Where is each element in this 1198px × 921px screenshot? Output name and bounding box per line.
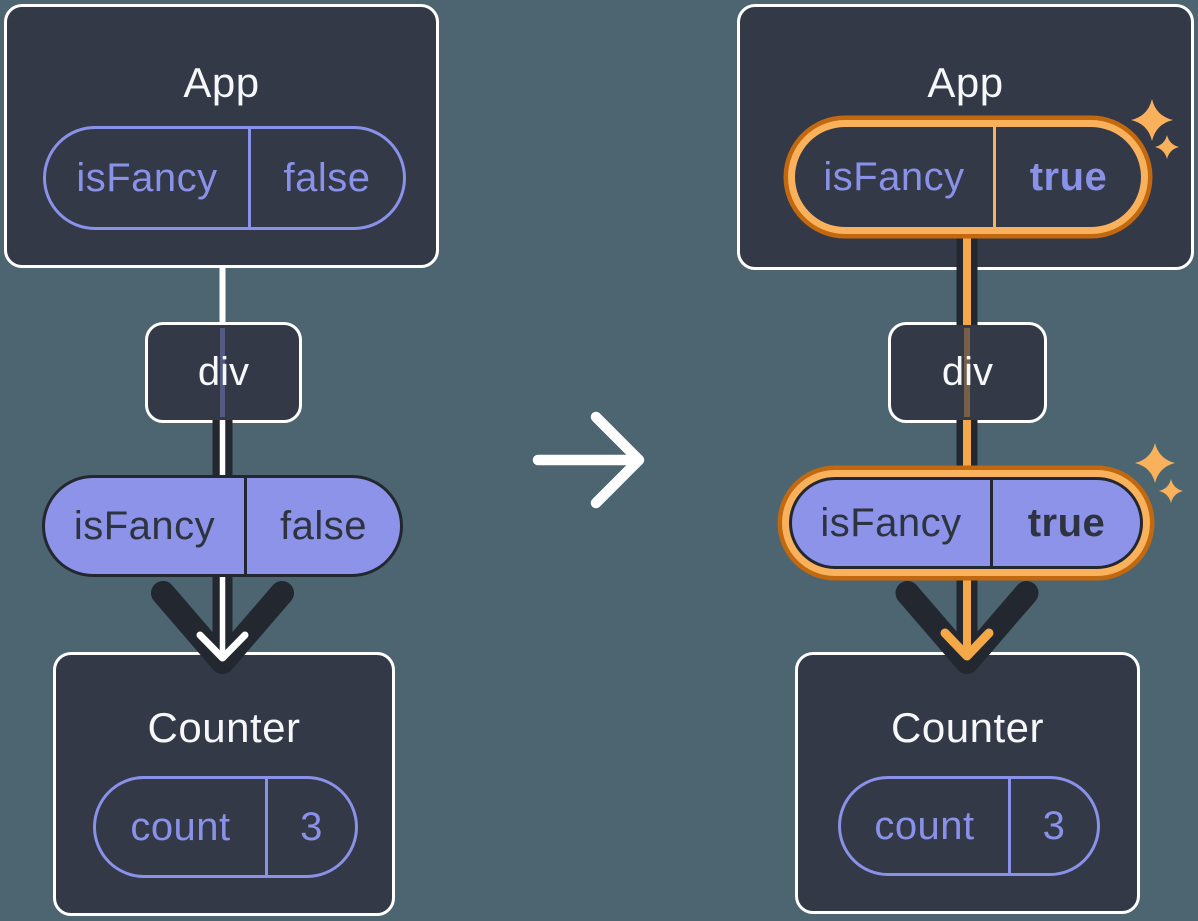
prop-pill: isFancy false — [43, 126, 406, 230]
div-node-after: div — [888, 322, 1047, 423]
state-pill: count 3 — [838, 776, 1100, 876]
sparkle-icon — [1159, 479, 1183, 503]
passed-prop-pill: isFancy false — [42, 475, 403, 577]
app-title: App — [927, 59, 1004, 106]
state-pill: count 3 — [93, 776, 358, 878]
counter-title: Counter — [891, 704, 1044, 751]
app-title: App — [183, 59, 260, 106]
counter-title: Counter — [147, 704, 301, 751]
prop-key: isFancy — [46, 129, 251, 227]
passed-prop-value: true — [1027, 500, 1106, 545]
div-node-before: div — [145, 322, 302, 423]
passed-prop-value: false — [280, 503, 367, 548]
state-key: count — [96, 779, 268, 875]
prop-pill-highlighted: isFancy true — [795, 127, 1141, 227]
passed-prop-key: isFancy — [792, 480, 993, 566]
app-node-before: App isFancy false — [4, 4, 439, 268]
counter-node-after: Counter count 3 — [795, 652, 1140, 914]
transition-arrow-icon — [532, 411, 645, 509]
passed-prop-pill-highlighted: isFancy true — [789, 477, 1143, 569]
state-value: 3 — [1042, 803, 1066, 848]
div-label: div — [941, 350, 994, 394]
passed-prop-key: isFancy — [45, 478, 247, 574]
prop-value: false — [283, 155, 371, 200]
prop-flow-arrow-right — [895, 236, 1039, 674]
prop-key: isFancy — [795, 127, 996, 227]
prop-value: true — [1029, 154, 1108, 199]
counter-node-before: Counter count 3 — [53, 652, 395, 916]
div-label: div — [197, 350, 250, 394]
state-value: 3 — [300, 804, 323, 849]
state-key: count — [841, 779, 1011, 873]
sparkle-icon — [1135, 443, 1175, 483]
